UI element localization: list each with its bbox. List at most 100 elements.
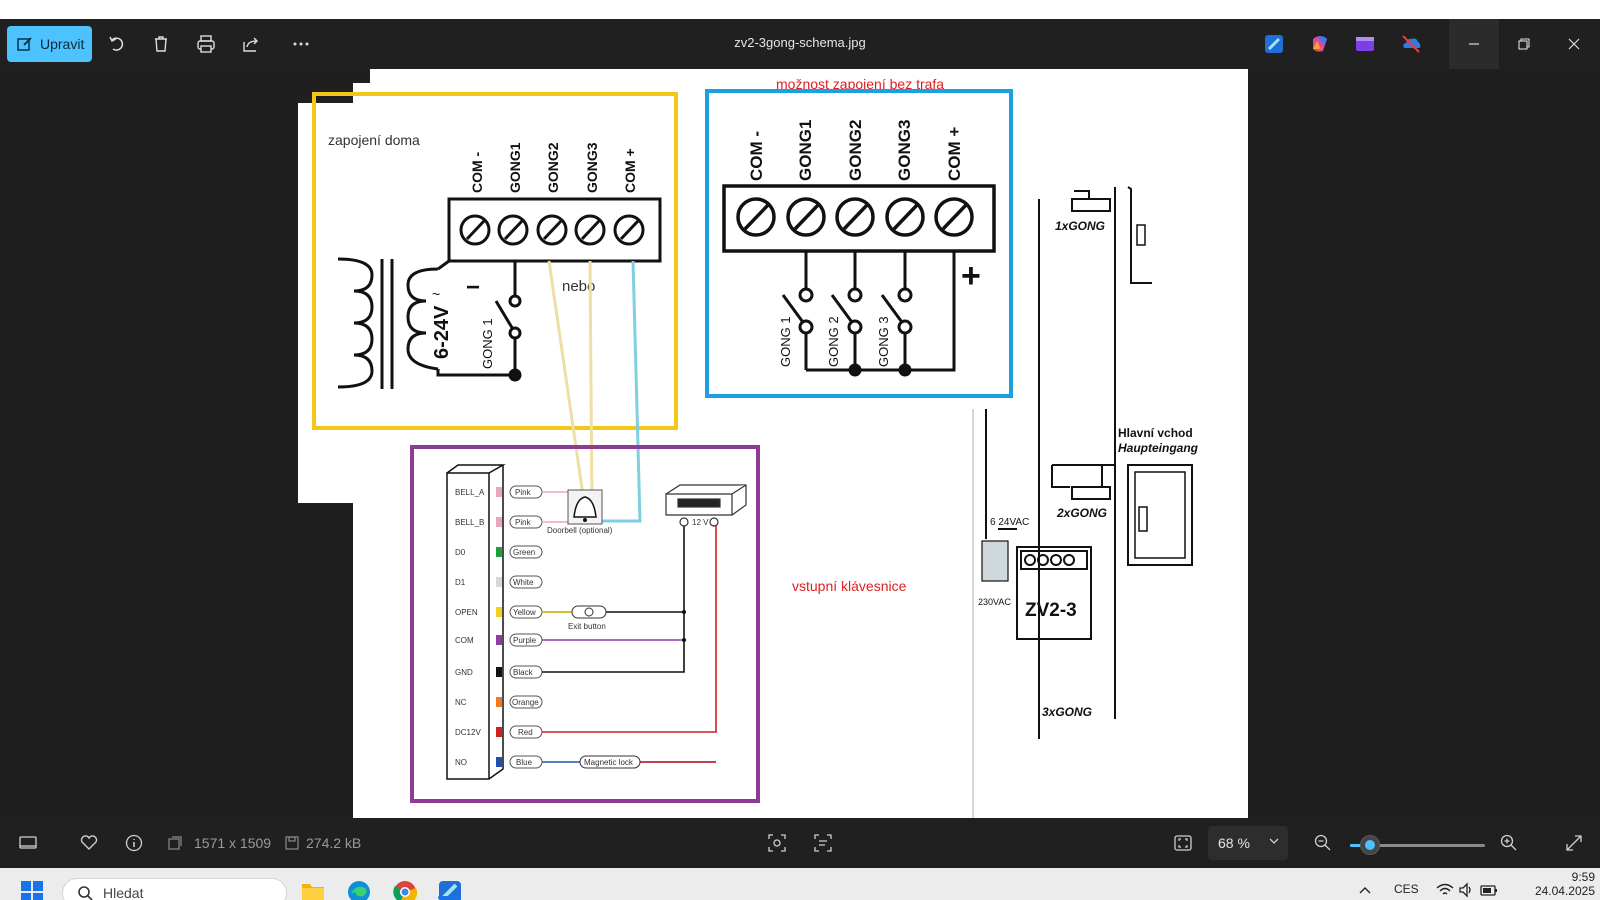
svg-text:Green: Green <box>513 548 535 557</box>
rotate-icon[interactable] <box>105 32 129 56</box>
no-transformer-plus-symbol: + <box>961 257 981 295</box>
svg-text:Black: Black <box>513 668 534 677</box>
psu-voltage-label: 12 V <box>692 518 709 527</box>
edit-button[interactable]: Upravit <box>7 26 92 62</box>
one-gong-label: 1xGONG <box>1055 219 1105 233</box>
clock-time: 9:59 <box>1571 870 1595 884</box>
svg-text:Orange: Orange <box>512 698 539 707</box>
svg-text:White: White <box>513 578 534 587</box>
toolbar: Upravit zv2-3gong-schema.jpg <box>0 19 1600 69</box>
filmstrip-icon[interactable] <box>16 831 40 855</box>
exit-button-label: Exit button <box>568 622 606 631</box>
battery-icon[interactable] <box>1480 882 1498 898</box>
more-icon[interactable] <box>289 32 313 56</box>
taskbar-clock[interactable]: 9:59 24.04.2025 <box>1515 870 1595 898</box>
zoom-out-icon[interactable] <box>1311 831 1335 855</box>
wiring-diagram: zapojení doma COM - GONG1 GONG2 GONG3 CO… <box>298 69 1248 818</box>
terminal-label: GONG3 <box>895 120 914 181</box>
keypad-box <box>410 445 760 803</box>
language-indicator[interactable]: CES <box>1394 882 1419 896</box>
vac230-label: 230VAC <box>978 597 1011 607</box>
svg-text:COM: COM <box>455 636 474 645</box>
text-scan-icon[interactable] <box>811 831 835 855</box>
photos-app-icon[interactable] <box>437 878 463 900</box>
copilot-icon[interactable] <box>1309 33 1331 55</box>
beige-wire <box>547 260 587 510</box>
clock-date: 24.04.2025 <box>1534 884 1595 898</box>
terminal-label: GONG2 <box>846 120 865 181</box>
ac-symbol: ~ <box>432 286 440 302</box>
home-wiring-label: zapojení doma <box>328 132 420 148</box>
wifi-icon[interactable] <box>1436 882 1454 898</box>
svg-text:Pink: Pink <box>515 518 532 527</box>
voltage-label: 6-24V <box>431 305 453 359</box>
svg-text:D0: D0 <box>455 548 466 557</box>
file-explorer-icon[interactable] <box>300 878 326 900</box>
edge-icon[interactable] <box>346 878 372 900</box>
onedrive-icon[interactable] <box>1400 33 1422 55</box>
window-title: zv2-3gong-schema.jpg <box>734 35 866 50</box>
dimensions-icon <box>168 836 182 850</box>
chevron-up-icon[interactable] <box>1358 884 1372 896</box>
status-bar: 1571 x 1509 274.2 kB 68 % <box>0 818 1600 868</box>
svg-text:Blue: Blue <box>516 758 533 767</box>
or-label: nebo <box>562 278 595 295</box>
no-transformer-switches <box>781 251 956 377</box>
windows-start-icon[interactable] <box>20 880 44 900</box>
terminal-label: GONG3 <box>584 142 600 193</box>
terminal-label: COM - <box>747 131 766 181</box>
active-app-indicator <box>438 896 460 899</box>
zoom-slider-track[interactable] <box>1350 844 1485 847</box>
home-screw-terminals <box>459 214 645 246</box>
terminal-label: GONG1 <box>796 120 815 181</box>
taskbar-search[interactable]: Hledat <box>62 878 287 900</box>
print-icon[interactable] <box>194 32 218 56</box>
cyan-wire <box>595 260 642 523</box>
power-supply-icon <box>665 484 747 527</box>
image-dimensions: 1571 x 1509 <box>194 835 272 851</box>
main-entrance-de-label: Haupteingang <box>1118 441 1199 455</box>
main-entrance-label: Hlavní vchod <box>1118 426 1193 440</box>
svg-text:Pink: Pink <box>515 488 532 497</box>
minimize-icon[interactable] <box>1462 32 1486 56</box>
gong-switch-label: GONG 2 <box>826 316 841 367</box>
device-label: ZV2-3 <box>1025 600 1077 621</box>
filesize-icon <box>285 836 299 850</box>
vac24-label: 6 24VAC <box>990 517 1029 528</box>
delete-icon[interactable] <box>149 32 173 56</box>
share-icon[interactable] <box>239 32 263 56</box>
fit-to-window-icon[interactable] <box>1171 831 1195 855</box>
keypad-body <box>446 472 490 780</box>
info-icon[interactable] <box>122 831 146 855</box>
photos-editor-icon[interactable] <box>1263 33 1285 55</box>
two-gong-label: 2xGONG <box>1056 506 1107 520</box>
magnetic-lock-label: Magnetic lock <box>584 758 634 767</box>
clipchamp-icon[interactable] <box>1354 33 1376 55</box>
top-strip <box>0 0 1600 19</box>
zoom-in-icon[interactable] <box>1497 831 1521 855</box>
restore-icon[interactable] <box>1512 32 1536 56</box>
fullscreen-icon[interactable] <box>1562 831 1586 855</box>
visual-search-icon[interactable] <box>765 831 789 855</box>
close-icon[interactable] <box>1562 32 1586 56</box>
gong1-switch <box>494 261 522 382</box>
search-placeholder: Hledat <box>103 885 144 900</box>
terminal-label: GONG1 <box>507 142 523 193</box>
image-viewer[interactable]: zapojení doma COM - GONG1 GONG2 GONG3 CO… <box>0 69 1600 818</box>
zoom-dropdown[interactable]: 68 % <box>1208 826 1288 860</box>
chrome-icon[interactable] <box>392 878 418 900</box>
favorite-icon[interactable] <box>77 831 101 855</box>
terminal-label: GONG2 <box>545 142 561 193</box>
zoom-slider-thumb[interactable] <box>1360 835 1381 855</box>
home-terminal-labels: COM - GONG1 GONG2 GONG3 COM + <box>469 142 638 193</box>
svg-text:OPEN: OPEN <box>455 608 478 617</box>
exit-button-icon <box>571 605 607 619</box>
keypad-pins: BELL_A BELL_B D0 D1 OPEN COM GND NC DC12… <box>455 488 485 767</box>
beige-wire <box>588 260 594 510</box>
no-transformer-box <box>705 89 1013 398</box>
volume-icon[interactable] <box>1458 882 1474 898</box>
home-minus-symbol: − <box>466 274 480 301</box>
chevron-down-icon <box>1269 838 1279 844</box>
svg-text:Yellow: Yellow <box>513 608 536 617</box>
terminal-label: COM - <box>469 151 485 193</box>
